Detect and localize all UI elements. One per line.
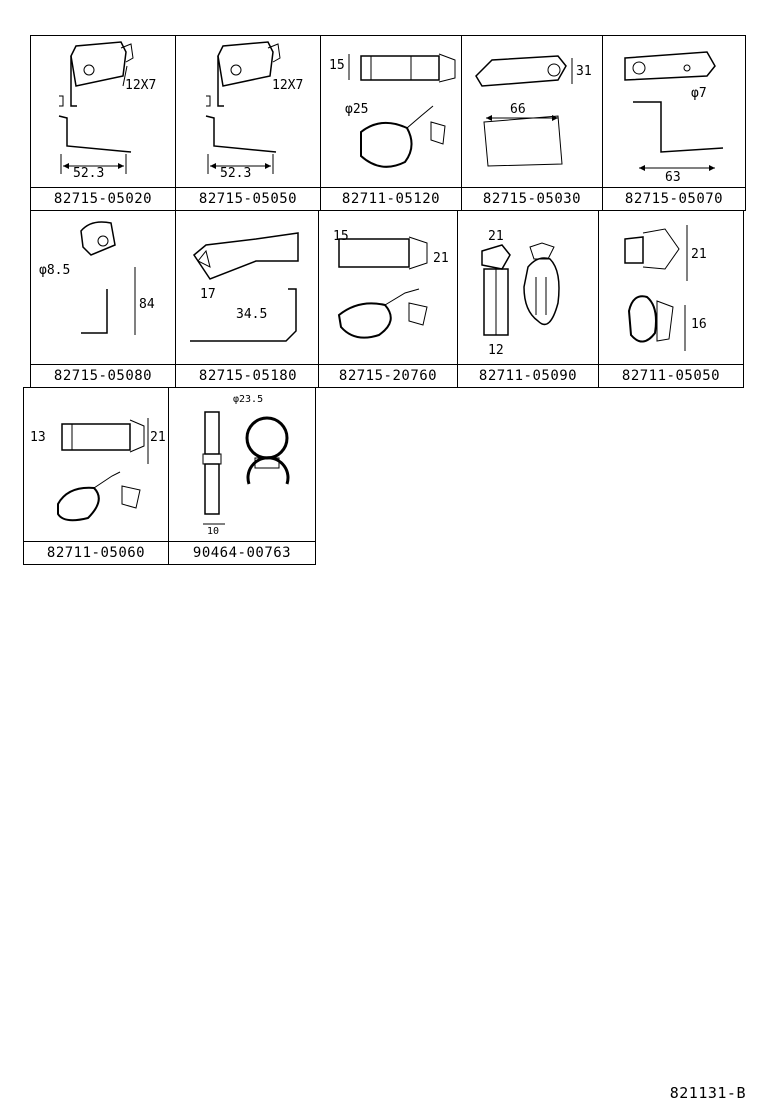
part-number: 82715-05180	[176, 364, 320, 387]
dimension-label: 66	[510, 102, 526, 117]
dimension-label: φ23.5	[233, 394, 264, 405]
bracket-drawing	[475, 55, 573, 167]
dimension-label: 13	[30, 430, 46, 445]
dimension-label: 34.5	[236, 307, 268, 322]
part-cell-7: 17 34.5 82715-05180	[175, 210, 321, 388]
dimension-label: φ25	[345, 102, 369, 117]
dimension-label: φ8.5	[39, 263, 71, 278]
part-cell-3: 15 φ25 82711-05120	[320, 35, 462, 211]
part-cell-10: 21 16 82711-05050	[598, 210, 744, 388]
dimension-label: 12X7	[272, 78, 304, 93]
dimension-label: 17	[200, 287, 216, 302]
dimension-label: 12	[488, 343, 504, 358]
bracket-drawing	[624, 51, 724, 171]
dimension-label: 52.3	[220, 166, 252, 181]
part-cell-6: φ8.5 84 82715-05080	[30, 210, 176, 388]
dimension-label: φ7	[691, 86, 707, 101]
part-number: 82715-05050	[176, 187, 320, 210]
part-cell-9: 21 12 82711-05090	[457, 210, 599, 388]
part-cell-4: 31 66 82715-05030	[461, 35, 603, 211]
dimension-label: 21	[433, 251, 449, 266]
part-number: 82715-05070	[603, 187, 745, 210]
part-cell-8: 15 21 82715-20760	[318, 210, 458, 388]
clip-drawing	[57, 418, 149, 522]
dimension-label: 12X7	[125, 78, 157, 93]
clip-drawing	[337, 236, 428, 339]
part-number: 82715-05080	[31, 364, 175, 387]
part-cell-12: φ23.5 10 90464-00763	[168, 387, 316, 565]
part-number: 82711-05060	[24, 541, 168, 564]
part-number: 82715-05030	[462, 187, 602, 210]
bracket-drawing	[205, 41, 281, 174]
part-cell-1: 12X7 52.3 82715-05020	[30, 35, 176, 211]
dimension-label: 31	[576, 64, 592, 79]
bracket-drawing	[190, 232, 299, 342]
part-number: 82715-20760	[319, 364, 457, 387]
dimension-label: 16	[691, 317, 707, 332]
dimension-label: 21	[488, 229, 504, 244]
clip-drawing	[481, 242, 560, 336]
dimension-label: 52.3	[73, 166, 105, 181]
part-cell-11: 13 21 82711-05060	[23, 387, 169, 565]
part-cell-5: φ7 63 82715-05070	[602, 35, 746, 211]
clip-drawing	[624, 225, 688, 351]
diagram-code: 821131-B	[669, 1084, 746, 1102]
dimension-label: 15	[329, 58, 345, 73]
bracket-drawing	[58, 41, 134, 174]
bracket-drawing	[80, 221, 136, 335]
part-cell-2: 12X7 52.3 82715-05050	[175, 35, 321, 211]
part-number: 82711-05090	[458, 364, 598, 387]
clip-drawing	[348, 53, 456, 168]
dimension-label: 63	[665, 170, 681, 185]
part-number: 82715-05020	[31, 187, 175, 210]
dimension-label: 21	[691, 247, 707, 262]
part-number: 90464-00763	[169, 541, 315, 564]
part-number: 82711-05050	[599, 364, 743, 387]
dimension-label: 84	[139, 297, 155, 312]
part-number: 82711-05120	[321, 187, 461, 210]
dimension-label: 10	[207, 526, 220, 537]
dimension-label: 15	[333, 229, 349, 244]
clip-drawing	[202, 411, 290, 525]
dimension-label: 21	[150, 430, 166, 445]
